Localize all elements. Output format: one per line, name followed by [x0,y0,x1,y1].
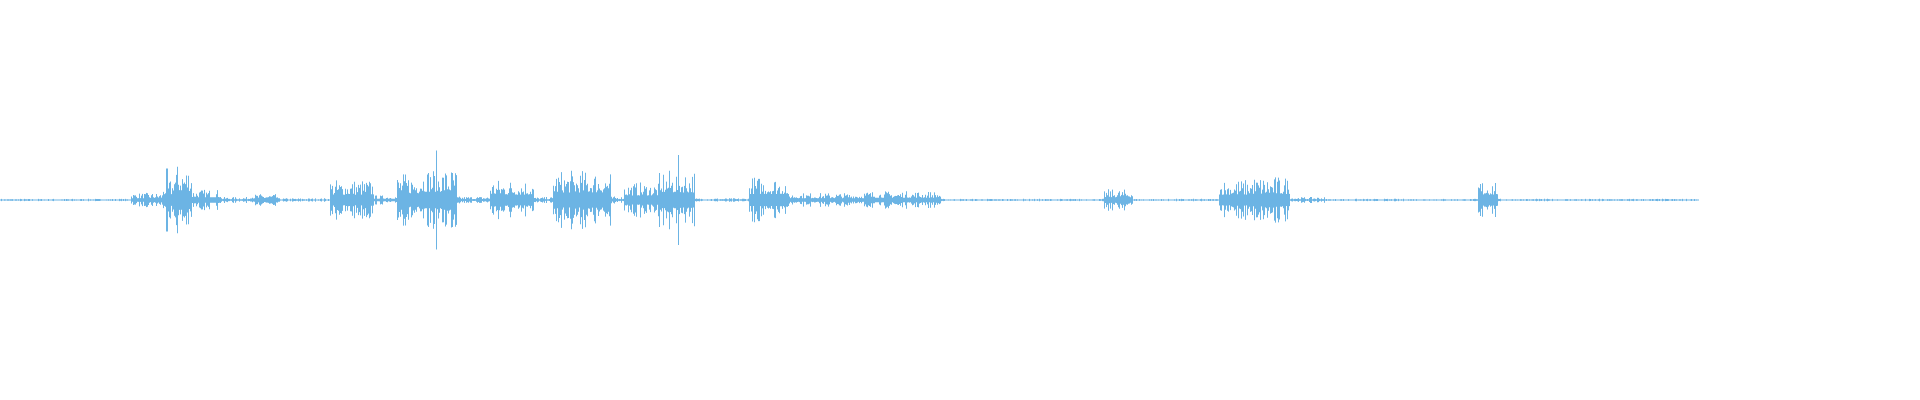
waveform-peaks [1,150,1698,250]
